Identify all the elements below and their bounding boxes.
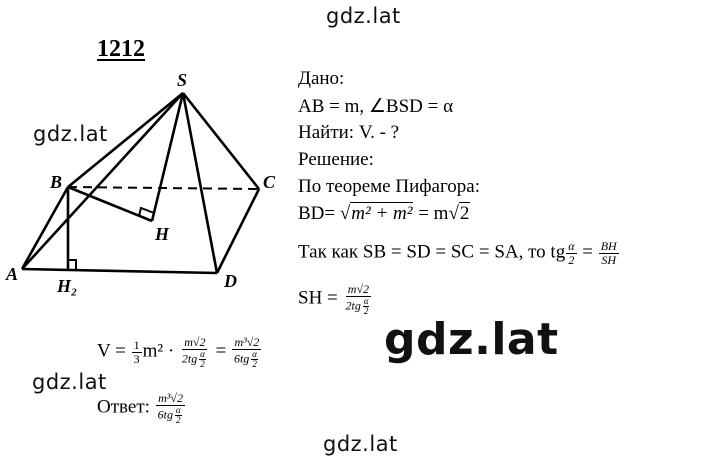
answer-label: Ответ: [97, 396, 150, 418]
pythagoras-line: По теореме Пифагора: [298, 176, 481, 197]
problem-number: 1212 [97, 36, 145, 62]
solution-header: Решение: [298, 149, 374, 170]
label-s: S [177, 70, 188, 90]
label-b: B [50, 172, 63, 192]
watermark-lower-left: gdz.lat [32, 370, 107, 394]
tg-equals: = [582, 241, 593, 263]
bd-equals: = m [418, 203, 449, 224]
watermark-left: gdz.lat [33, 122, 108, 146]
label-h: H [155, 224, 170, 244]
watermark-center: gdz.lat [384, 314, 559, 365]
label-a: A [6, 264, 19, 284]
watermark-top: gdz.lat [326, 4, 401, 28]
label-c: C [263, 172, 276, 192]
tg-prefix: Так как SB = SD = SC = SA, то tg [298, 241, 566, 263]
v-prefix: V = [97, 340, 126, 362]
given-header: Дано: [298, 68, 345, 89]
v-equals: = [215, 340, 227, 362]
bd-radicand: m² + m² [350, 202, 414, 224]
label-d: D [224, 271, 237, 291]
find-line: Найти: V. - ? [298, 122, 400, 143]
sh-prefix: SH = [298, 287, 338, 309]
bd-sqrt2: 2 [458, 202, 471, 224]
dot: · [167, 340, 175, 362]
sqrt-icon: √ [339, 203, 351, 224]
given-line: AB = m, ∠BSD = α [298, 96, 454, 117]
bd-prefix: BD= [298, 203, 336, 224]
sqrt-icon-2: √ [448, 203, 459, 224]
m-squared: m² [142, 340, 164, 362]
label-h2: H₂ [57, 276, 78, 296]
watermark-bottom: gdz.lat [323, 432, 398, 456]
bd-formula: BD= √m² + m² = m√2 [298, 202, 471, 225]
